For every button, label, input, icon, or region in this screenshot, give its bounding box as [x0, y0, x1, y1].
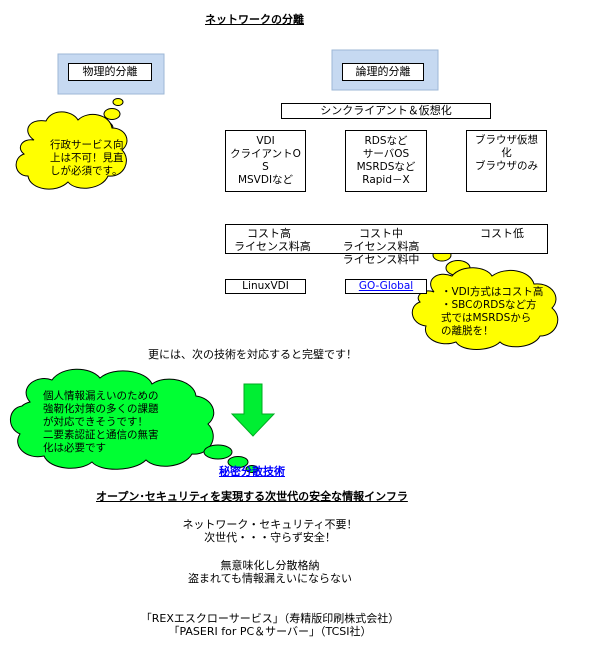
browser-line: 化: [501, 147, 512, 159]
benefits: ネットワーク・セキュリティ不要！ 次世代・・・守らず安全！: [150, 518, 390, 544]
vdi-line: クライアントO: [230, 148, 301, 160]
logical-label: 論理的分離: [355, 65, 411, 78]
cloud-admin: [15, 98, 128, 190]
thin-client-label: シンクライアント＆仮想化: [320, 104, 452, 117]
cost-high-line: コスト高: [247, 227, 291, 240]
storage-line: 盗まれても情報漏えいにならない: [187, 572, 353, 585]
callout-privacy: 個人情報漏えいのための 強靭化対策の多くの課題 が対応できそうです！ 二要素認証…: [43, 390, 203, 456]
service-line: 「REXエスクローサービス」（寿精版印刷株式会社）: [140, 612, 400, 625]
cost-high: コスト高 ライセンス料高: [234, 227, 311, 253]
cost-mid-line: ライセンス料高: [342, 240, 420, 253]
down-arrow: [230, 383, 276, 437]
vdi-line: VDI: [256, 135, 275, 147]
callout-vdi: ・VDI方式はコスト高 ・SBCのRDSなど方 式ではMSRDSから の離脱を！: [441, 286, 557, 338]
callout-vdi-line: 式ではMSRDSから: [441, 312, 532, 324]
infra-heading: オープン･セキュリティを実現する次世代の安全な情報インフラ: [96, 490, 408, 503]
rds-box: RDSなど サーバOS MSRDSなど Rapid－X: [345, 130, 427, 192]
service-line: 「PASERI for PC＆サーバー」（TCSI社）: [168, 625, 372, 638]
cost-box: [225, 224, 548, 254]
callout-admin: 行政サービス向 上は不可！見直 しが必須です。: [50, 139, 134, 181]
more-tech-text: 更には、次の技術を対応すると完璧です！: [148, 348, 357, 361]
rds-line: サーバOS: [362, 148, 410, 160]
cost-mid: コスト中 ライセンス料高 ライセンス料中: [336, 227, 426, 266]
services: 「REXエスクローサービス」（寿精版印刷株式会社） 「PASERI for PC…: [110, 612, 430, 638]
go-global-link[interactable]: GO-Global: [358, 280, 414, 292]
cost-mid-line: コスト中: [359, 227, 403, 240]
callout-privacy-line: 個人情報漏えいのための: [43, 390, 159, 402]
secret-tech-link[interactable]: 秘密分散技術: [219, 465, 285, 478]
storage: 無意味化し分散格納 盗まれても情報漏えいにならない: [150, 559, 390, 585]
linux-vdi-box: LinuxVDI: [225, 279, 306, 294]
thin-client-box: シンクライアント＆仮想化: [281, 103, 491, 119]
rds-line: RDSなど: [364, 135, 408, 147]
callout-admin-line: しが必須です。: [50, 165, 123, 177]
callout-privacy-line: 強靭化対策の多くの課題: [43, 403, 159, 415]
browser-line: ブラウザ仮想: [475, 134, 538, 146]
browser-box: ブラウザ仮想 化 ブラウザのみ: [466, 130, 547, 192]
callout-privacy-line: 化は必要です: [43, 442, 106, 454]
cost-low: コスト低: [472, 227, 532, 240]
benefit-line: 次世代・・・守らず安全！: [204, 531, 336, 544]
benefit-line: ネットワーク・セキュリティ不要！: [182, 518, 358, 531]
rds-line: MSRDSなど: [356, 161, 416, 173]
go-global-box: GO-Global: [345, 279, 427, 294]
callout-admin-line: 上は不可！見直: [50, 152, 124, 164]
vdi-line: S: [262, 161, 269, 173]
cost-high-line: ライセンス料高: [234, 240, 311, 253]
cost-low-line: コスト低: [480, 227, 524, 240]
callout-privacy-line: 二要素認証と通信の無害: [43, 429, 159, 441]
callout-vdi-line: の離脱を！: [441, 325, 494, 337]
storage-line: 無意味化し分散格納: [220, 559, 320, 572]
cloud-privacy: [10, 368, 259, 473]
vdi-line: MSVDIなど: [237, 174, 294, 186]
cost-mid-line: ライセンス料中: [342, 253, 420, 266]
callout-privacy-line: が対応できそうです！: [43, 416, 148, 428]
logical-label-box: 論理的分離: [342, 63, 424, 81]
page-title: ネットワークの分離: [205, 13, 304, 26]
linux-vdi-label: LinuxVDI: [242, 280, 289, 292]
physical-label: 物理的分離: [82, 65, 138, 78]
physical-label-box: 物理的分離: [68, 63, 152, 81]
vdi-box: VDI クライアントO S MSVDIなど: [225, 130, 306, 192]
callout-vdi-line: ・SBCのRDSなど方: [441, 299, 537, 311]
callout-vdi-line: ・VDI方式はコスト高: [441, 286, 544, 298]
rds-line: Rapid－X: [362, 174, 410, 186]
callout-admin-line: 行政サービス向: [50, 139, 124, 151]
browser-line: ブラウザのみ: [475, 160, 538, 172]
